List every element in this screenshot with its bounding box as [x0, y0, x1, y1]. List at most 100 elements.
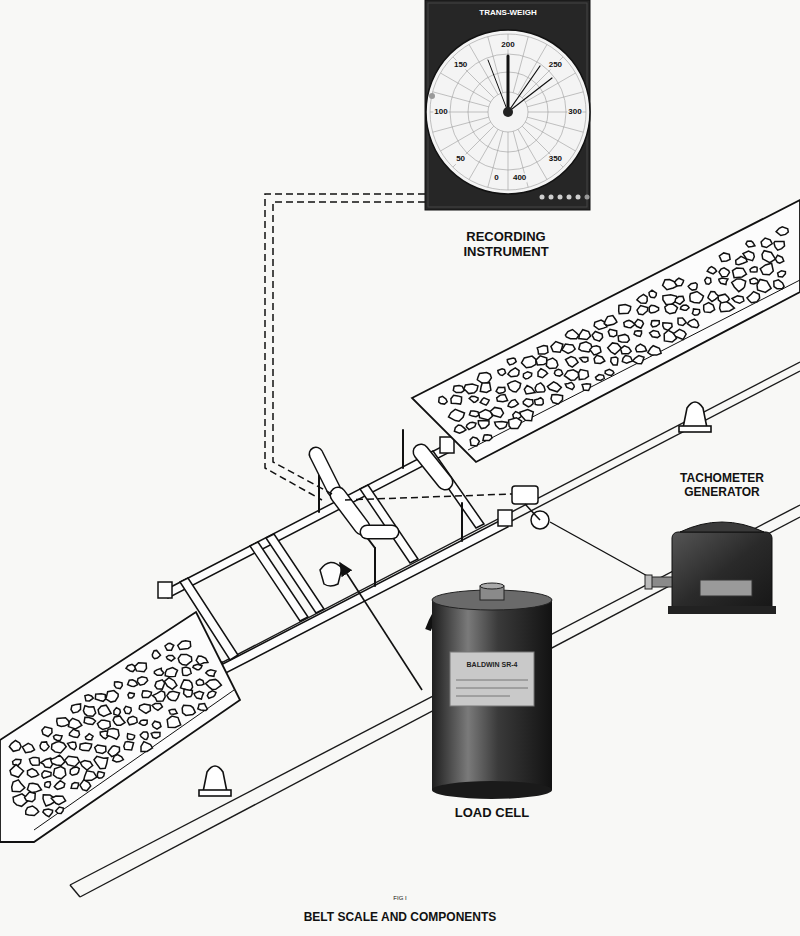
- rock: [451, 395, 462, 404]
- rock: [167, 716, 181, 727]
- rock: [634, 331, 641, 337]
- rock: [750, 267, 757, 272]
- rock: [167, 691, 180, 701]
- weigh-idler-part: [402, 430, 404, 468]
- rock: [178, 641, 191, 650]
- rock: [40, 742, 49, 751]
- figure-caption: BELT SCALE AND COMPONENTS: [304, 911, 497, 925]
- rock: [164, 678, 177, 690]
- signal-wire-part: [273, 202, 425, 494]
- tachometer-generator-part: [700, 580, 752, 596]
- rock: [449, 409, 465, 421]
- instrument-brand: TRANS-WEIGH: [478, 8, 537, 17]
- rock: [98, 705, 111, 716]
- tachometer-generator-part: [680, 522, 764, 532]
- dial-number: 250: [548, 60, 563, 69]
- rock: [71, 704, 81, 713]
- rock: [719, 253, 730, 262]
- rock: [592, 332, 603, 342]
- bulk-material: [9, 227, 788, 817]
- weigh-idler-part: [421, 452, 445, 482]
- rock: [45, 782, 51, 788]
- rock: [520, 410, 533, 421]
- speed-wheel-part: [512, 486, 538, 504]
- rock: [42, 727, 52, 737]
- rock: [124, 706, 131, 713]
- return-idler-bracket-part: [679, 426, 711, 432]
- rock: [178, 654, 192, 665]
- rock: [206, 679, 222, 689]
- recording-instrument-part-part: [488, 60, 508, 112]
- rock: [536, 356, 547, 365]
- rock: [688, 283, 697, 290]
- dial-number: 300: [567, 107, 582, 116]
- rock: [53, 767, 65, 779]
- rock: [566, 357, 579, 368]
- component-label: LOAD CELL: [455, 806, 529, 821]
- rock: [206, 670, 216, 677]
- rock: [439, 396, 448, 404]
- rock: [634, 319, 643, 328]
- rock: [490, 407, 503, 417]
- return-idler-bracket-part: [203, 766, 227, 792]
- rock: [193, 664, 202, 670]
- rock: [80, 780, 91, 791]
- chart-grid-line: [469, 44, 498, 94]
- recording-instrument-part: [540, 195, 590, 200]
- tachometer-generator-part: [650, 577, 672, 587]
- chart-grid-line: [527, 117, 583, 132]
- recording-instrument-part-part: [549, 195, 554, 200]
- rock: [114, 682, 122, 689]
- weigh-idler: [316, 430, 462, 586]
- chart-grid-line: [518, 129, 547, 179]
- rock: [594, 355, 605, 363]
- rock: [127, 734, 134, 740]
- rock: [27, 783, 41, 792]
- rock: [651, 321, 659, 328]
- rock: [650, 331, 661, 338]
- rock: [68, 718, 81, 729]
- dial-number: 350: [548, 155, 563, 164]
- rock: [26, 806, 39, 816]
- rock: [137, 677, 147, 686]
- rock: [522, 356, 536, 368]
- return-idler-bracket-part: [683, 402, 707, 428]
- conveyor-belt-part: [468, 280, 800, 450]
- rock: [141, 742, 153, 752]
- rock: [85, 695, 93, 701]
- dial-number: 200: [500, 40, 515, 49]
- rock: [624, 320, 635, 327]
- rock: [707, 267, 716, 274]
- load-cell-part-part: [456, 688, 528, 689]
- rock: [29, 757, 39, 765]
- rock: [719, 278, 728, 285]
- rock: [649, 290, 656, 298]
- recording-instrument-part: [488, 56, 552, 112]
- rock: [54, 781, 65, 790]
- weigh-idler-part: [367, 526, 392, 538]
- rock: [732, 296, 744, 303]
- rock: [498, 369, 506, 376]
- rock: [636, 344, 647, 352]
- rock: [83, 706, 95, 717]
- rock: [69, 729, 79, 737]
- speed-wheel: [512, 486, 549, 529]
- rock: [663, 280, 677, 290]
- rock: [637, 306, 648, 315]
- dial-number: 0: [493, 173, 499, 182]
- rock: [25, 792, 36, 802]
- rock: [152, 721, 161, 729]
- rock: [466, 422, 476, 429]
- rock: [551, 342, 563, 353]
- weigh-idler-part: [421, 452, 445, 482]
- rock: [469, 411, 478, 417]
- recording-instrument-part-part: [576, 195, 581, 200]
- rock: [139, 720, 147, 725]
- rock: [207, 691, 216, 699]
- rock: [114, 708, 121, 716]
- pointer-arrow: [340, 563, 422, 690]
- nameplate-text: BALDWIN SR-4: [466, 661, 519, 669]
- rock: [665, 304, 678, 314]
- recording-instrument-part: [425, 0, 590, 210]
- rock: [97, 772, 104, 779]
